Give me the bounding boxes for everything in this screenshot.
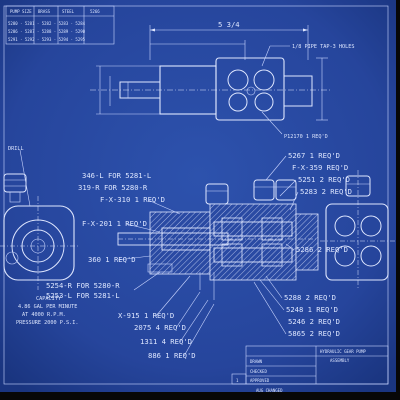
callout-5254: 5254-R FOR 5280-R	[46, 281, 120, 290]
callout-5246: 5246 2 REQ'D	[288, 317, 340, 326]
table-header-2: BRASS	[38, 9, 51, 14]
callout-5248: 5248 1 REQ'D	[286, 305, 338, 314]
size-table: PUMP SIZE BRASS STEEL 5266 5280 · 5281 ·…	[5, 5, 115, 45]
pipe-tap-callout: 1/8 PIPE TAP-3 HOLES	[292, 44, 354, 50]
drill-callout: DRILL	[8, 146, 24, 152]
capacity-line-3: AT 4000 R.P.M.	[22, 312, 66, 318]
callout-5283: 5283 2 REQ'D	[300, 187, 352, 196]
callout-fx310: F-X-310 1 REQ'D	[100, 195, 165, 204]
callout-5253: 5253-L FOR 5281-L	[46, 291, 120, 300]
callout-5865: 5865 2 REQ'D	[288, 329, 340, 338]
revision-mark: 1	[236, 378, 239, 383]
capacity-line-1: CAPACITY	[36, 296, 62, 302]
capacity-line-2: 4.86 GAL PER MINUTE	[18, 304, 77, 310]
callout-319: 319-R FOR 5280-R	[78, 183, 148, 192]
callout-1311: 1311 4 REQ'D	[140, 337, 192, 346]
table-header-4: 5266	[90, 9, 100, 14]
callout-5267: 5267 1 REQ'D	[288, 151, 340, 160]
title-line-2: ASSEMBLY	[330, 358, 350, 363]
title-drawn: DRAWN	[250, 359, 263, 364]
capacity-note: CAPACITY 4.86 GAL PER MINUTE AT 4000 R.P…	[16, 296, 78, 326]
callout-360: 360 1 REQ'D	[88, 255, 136, 264]
table-row-2: 5286 · 5287 · 5288 · 5289 · 5290	[8, 29, 86, 34]
revision-note: AUG CHANGED	[256, 388, 283, 393]
blueprint-paper	[0, 0, 396, 392]
table-header-3: STEEL	[62, 9, 75, 14]
callout-2075: 2075 4 REQ'D	[134, 323, 186, 332]
section-callouts-right: 5267 1 REQ'D F-X-359 REQ'D 5251 2 REQ'D …	[253, 151, 352, 338]
callout-5251: 5251 2 REQ'D	[298, 175, 350, 184]
p12170-callout: P12170 1 REQ'D	[284, 134, 328, 140]
table-row-1: 5280 · 5281 · 5282 · 5283 · 5284	[8, 21, 86, 26]
callout-886: 886 1 REQ'D	[148, 351, 196, 360]
title-checked: CHECKED	[250, 369, 267, 374]
section-view	[117, 179, 319, 300]
left-end-view: DRILL	[0, 146, 80, 290]
table-header-1: PUMP SIZE	[10, 9, 32, 14]
drawing-border	[3, 5, 389, 385]
top-dimension: 5 3/4	[218, 20, 240, 29]
callout-fx359: F-X-359 REQ'D	[292, 163, 348, 172]
callout-346: 346-L FOR 5281-L	[82, 171, 151, 180]
title-line-1: HYDRAULIC GEAR PUMP	[320, 349, 366, 354]
callout-fx201: F-X-201 1 REQ'D	[82, 219, 147, 228]
title-block: HYDRAULIC GEAR PUMP ASSEMBLY DRAWN CHECK…	[231, 345, 389, 393]
right-end-view	[320, 170, 396, 290]
callout-5286: 5286 2 REQ'D	[296, 245, 348, 254]
callout-5288: 5288 2 REQ'D	[284, 293, 336, 302]
title-approved: APPROVED	[250, 378, 270, 383]
section-callouts-left: 346-L FOR 5281-L 319-R FOR 5280-R F-X-31…	[46, 171, 215, 360]
table-row-3: 5291 · 5292 · 5293 · 5294 · 5295	[8, 37, 86, 42]
capacity-line-4: PRESSURE 2000 P.S.I.	[16, 320, 78, 326]
callout-x915: X-915 1 REQ'D	[118, 311, 174, 320]
plan-view: 5 3/4 1/8 PIPE TAP-3 HOLES P12170 1 REQ'…	[90, 20, 354, 140]
